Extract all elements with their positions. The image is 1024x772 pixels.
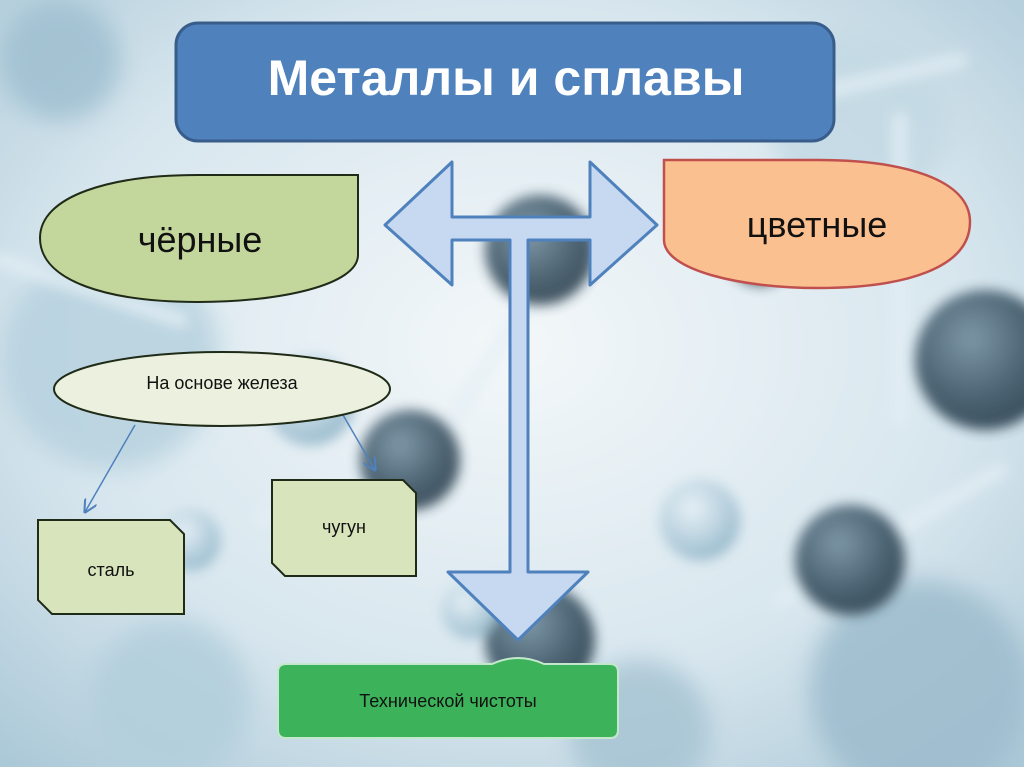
steel-label: сталь bbox=[87, 560, 135, 580]
technical-purity-label: Технической чистоты bbox=[359, 691, 537, 711]
color-metals-shape bbox=[662, 158, 972, 290]
black-metals-label: чёрные bbox=[137, 219, 263, 260]
iron-based-shape bbox=[53, 351, 391, 427]
diagram-title: Металлы и сплавы bbox=[267, 50, 745, 106]
cast-iron-shape bbox=[271, 479, 417, 577]
connector-to-cast-iron bbox=[342, 414, 375, 470]
black-metals-shape bbox=[38, 174, 359, 304]
steel-shape bbox=[37, 519, 185, 615]
connector-to-steel bbox=[85, 424, 136, 512]
iron-based-label: На основе железа bbox=[146, 373, 298, 393]
t-arrow-shape bbox=[383, 160, 659, 642]
color-metals-label: цветные bbox=[746, 204, 888, 245]
title-box bbox=[174, 21, 836, 143]
technical-purity-shape bbox=[277, 657, 619, 739]
cast-iron-label: чугун bbox=[322, 517, 366, 537]
